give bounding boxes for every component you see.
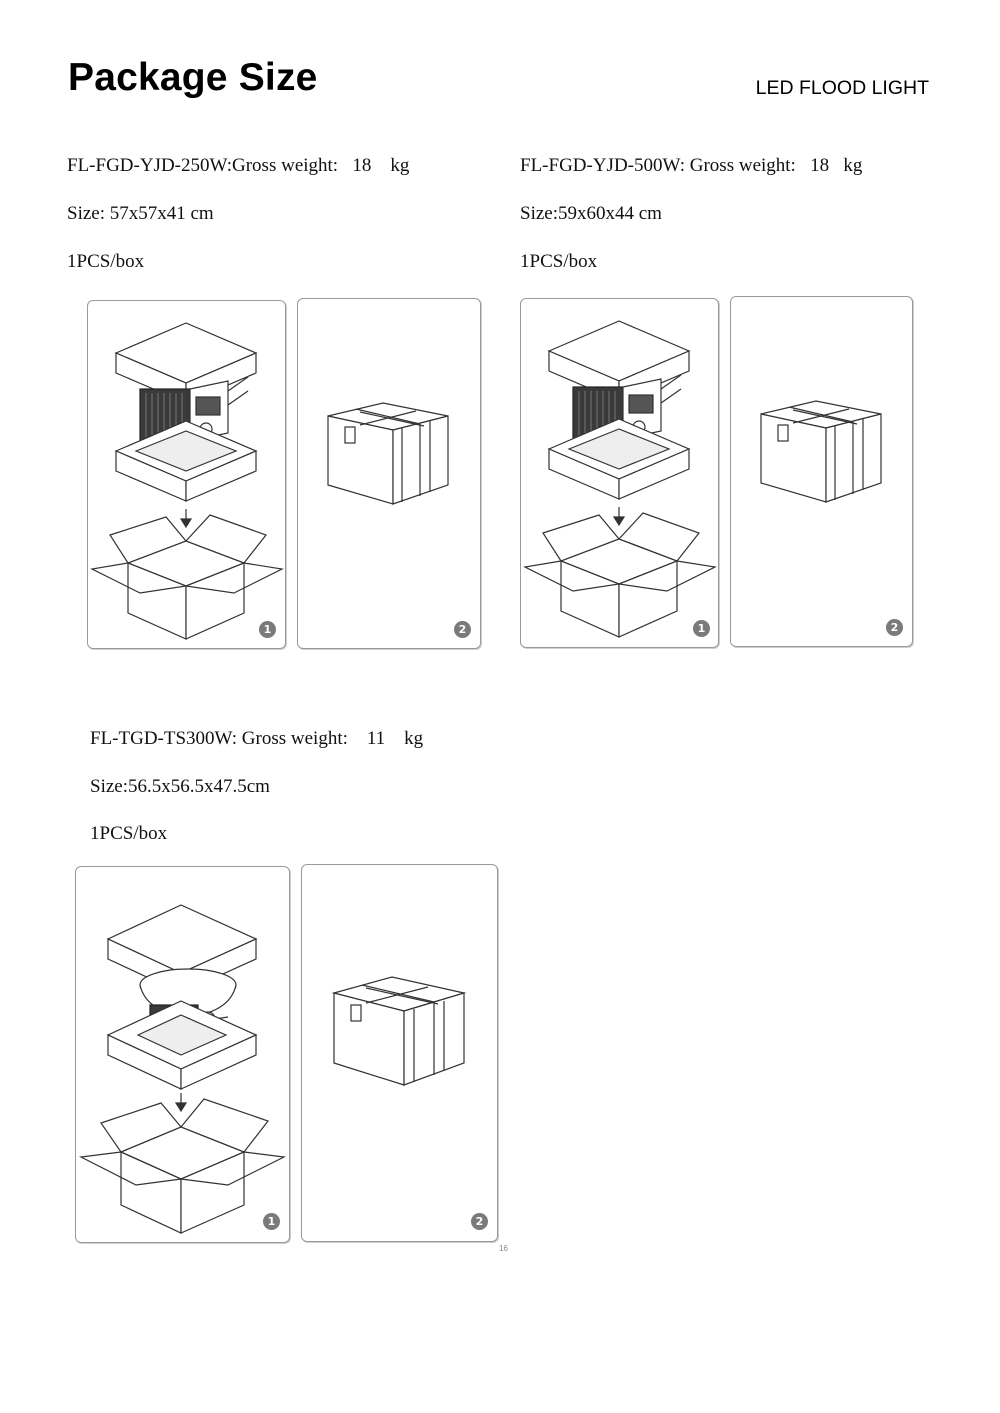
product-3-step-2-panel: 2 <box>301 864 498 1242</box>
product-1-qty: 1PCS/box <box>67 251 145 272</box>
page-title: Package Size <box>68 56 318 99</box>
product-1-step-2-panel: 2 <box>297 298 481 649</box>
document-category: LED FLOOD LIGHT <box>755 77 929 99</box>
step-badge: 1 <box>693 620 710 637</box>
product-2-qty: 1PCS/box <box>520 251 598 272</box>
product-1-size: Size: 57x57x41 cm <box>67 203 214 224</box>
step-badge: 2 <box>471 1213 488 1230</box>
product-2-sealed-box-illustration <box>760 400 882 503</box>
product-3-step-1-panel: 1 <box>75 866 290 1243</box>
product-1-step-1-panel: 1 <box>87 300 286 649</box>
product-2-step-2-panel: 2 <box>730 296 913 647</box>
product-2-size: Size:59x60x44 cm <box>520 203 662 224</box>
step-badge: 2 <box>886 619 903 636</box>
product-2-packing-illustration <box>523 320 717 638</box>
step-badge: 1 <box>259 621 276 638</box>
product-1-weight: FL-FGD-YJD-250W:Gross weight: 18 kg <box>67 155 410 176</box>
product-2-step-1-panel: 1 <box>520 298 719 648</box>
product-3-size: Size:56.5x56.5x47.5cm <box>90 776 270 797</box>
product-3-weight: FL-TGD-TS300W: Gross weight: 11 kg <box>90 728 424 749</box>
product-2-weight: FL-FGD-YJD-500W: Gross weight: 18 kg <box>520 155 863 176</box>
product-3-qty: 1PCS/box <box>90 823 168 844</box>
product-1-packing-illustration <box>90 322 284 640</box>
product-1-sealed-box-illustration <box>327 402 449 505</box>
page-number: 16 <box>499 1244 508 1253</box>
product-3-sealed-box-illustration <box>331 976 467 1086</box>
product-3-packing-illustration <box>78 904 287 1234</box>
step-badge: 2 <box>454 621 471 638</box>
step-badge: 1 <box>263 1213 280 1230</box>
